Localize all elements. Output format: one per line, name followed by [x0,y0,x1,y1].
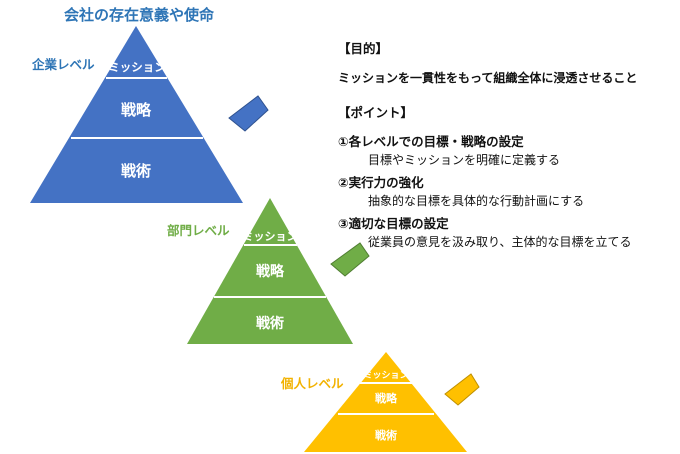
purpose-text: ミッションを一貫性をもって組織全体に浸透させること [338,71,638,85]
individual-level-label: 個人レベル [281,376,344,391]
individual-tier-tactics: 戦術 [375,428,397,442]
individual-pyramid: ミッション 戦略 戦術 [304,352,467,452]
department-level-label: 部門レベル [167,223,230,238]
chevron-down-right-icon-orange [444,373,480,406]
chevron-down-right-icon-blue [228,95,269,132]
department-tier-tactics: 戦術 [256,315,284,332]
department-pyramid: ミッション 戦略 戦術 [187,198,353,344]
individual-pyramid-shape [304,352,467,452]
department-pyramid-shape [187,198,353,344]
company-tier-tactics: 戦術 [121,162,151,180]
individual-tier-mission: ミッション [363,370,408,381]
point-2-title: ②実行力の強化 [338,175,424,190]
chevron-down-right-icon-green [330,242,370,277]
point-3-title: ③適切な目標の設定 [338,216,449,231]
company-tier-strategy: 戦略 [121,101,152,119]
company-pyramid-shape [30,26,243,203]
points-heading: 【ポイント】 [338,105,414,120]
department-tier-mission: ミッション [243,230,298,243]
company-pyramid: ミッション 戦略 戦術 [30,26,243,203]
individual-tier-strategy: 戦略 [375,391,398,405]
company-tier-mission: ミッション [108,60,166,74]
department-tier-strategy: 戦略 [256,263,285,280]
point-1-desc: 目標やミッションを明確に定義する [368,153,561,167]
info-panel: 【目的】 ミッションを一貫性をもって組織全体に浸透させること 【ポイント】 ①各… [338,38,637,250]
point-1-title: ①各レベルでの目標・戦略の設定 [338,134,524,149]
page-title: 会社の存在意義や使命 [64,6,215,24]
company-level-label: 企業レベル [32,57,95,72]
point-3-desc: 従業員の意見を汲み取り、主体的な目標を立てる [368,235,632,249]
point-2-desc: 抽象的な目標を具体的な行動計画にする [368,194,585,208]
purpose-heading: 【目的】 [338,41,389,56]
